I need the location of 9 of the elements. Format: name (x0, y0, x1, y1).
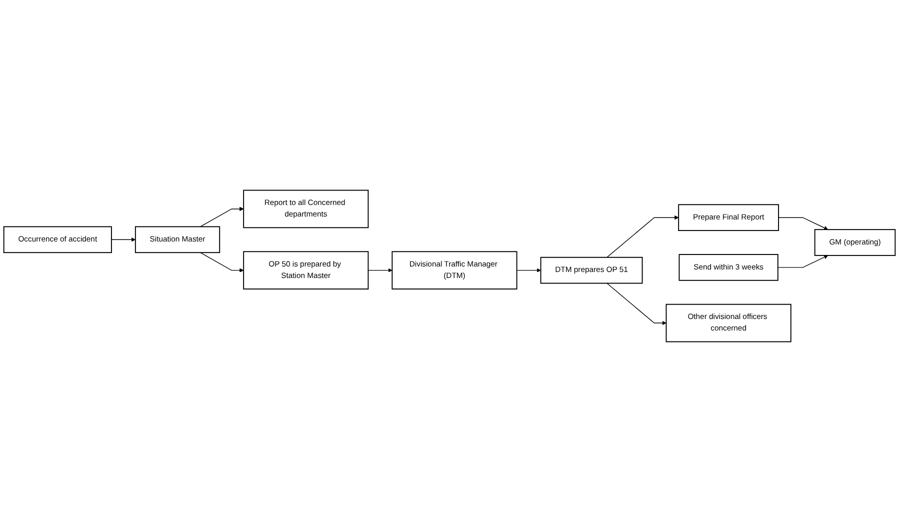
arrow (200, 252, 244, 272)
arrow (606, 282, 666, 326)
arrow (516, 268, 541, 272)
arrow (111, 238, 136, 242)
arrow (606, 215, 679, 258)
arrow (200, 206, 244, 228)
arrow (368, 268, 392, 272)
arrow (778, 255, 828, 268)
arrow (778, 217, 828, 230)
